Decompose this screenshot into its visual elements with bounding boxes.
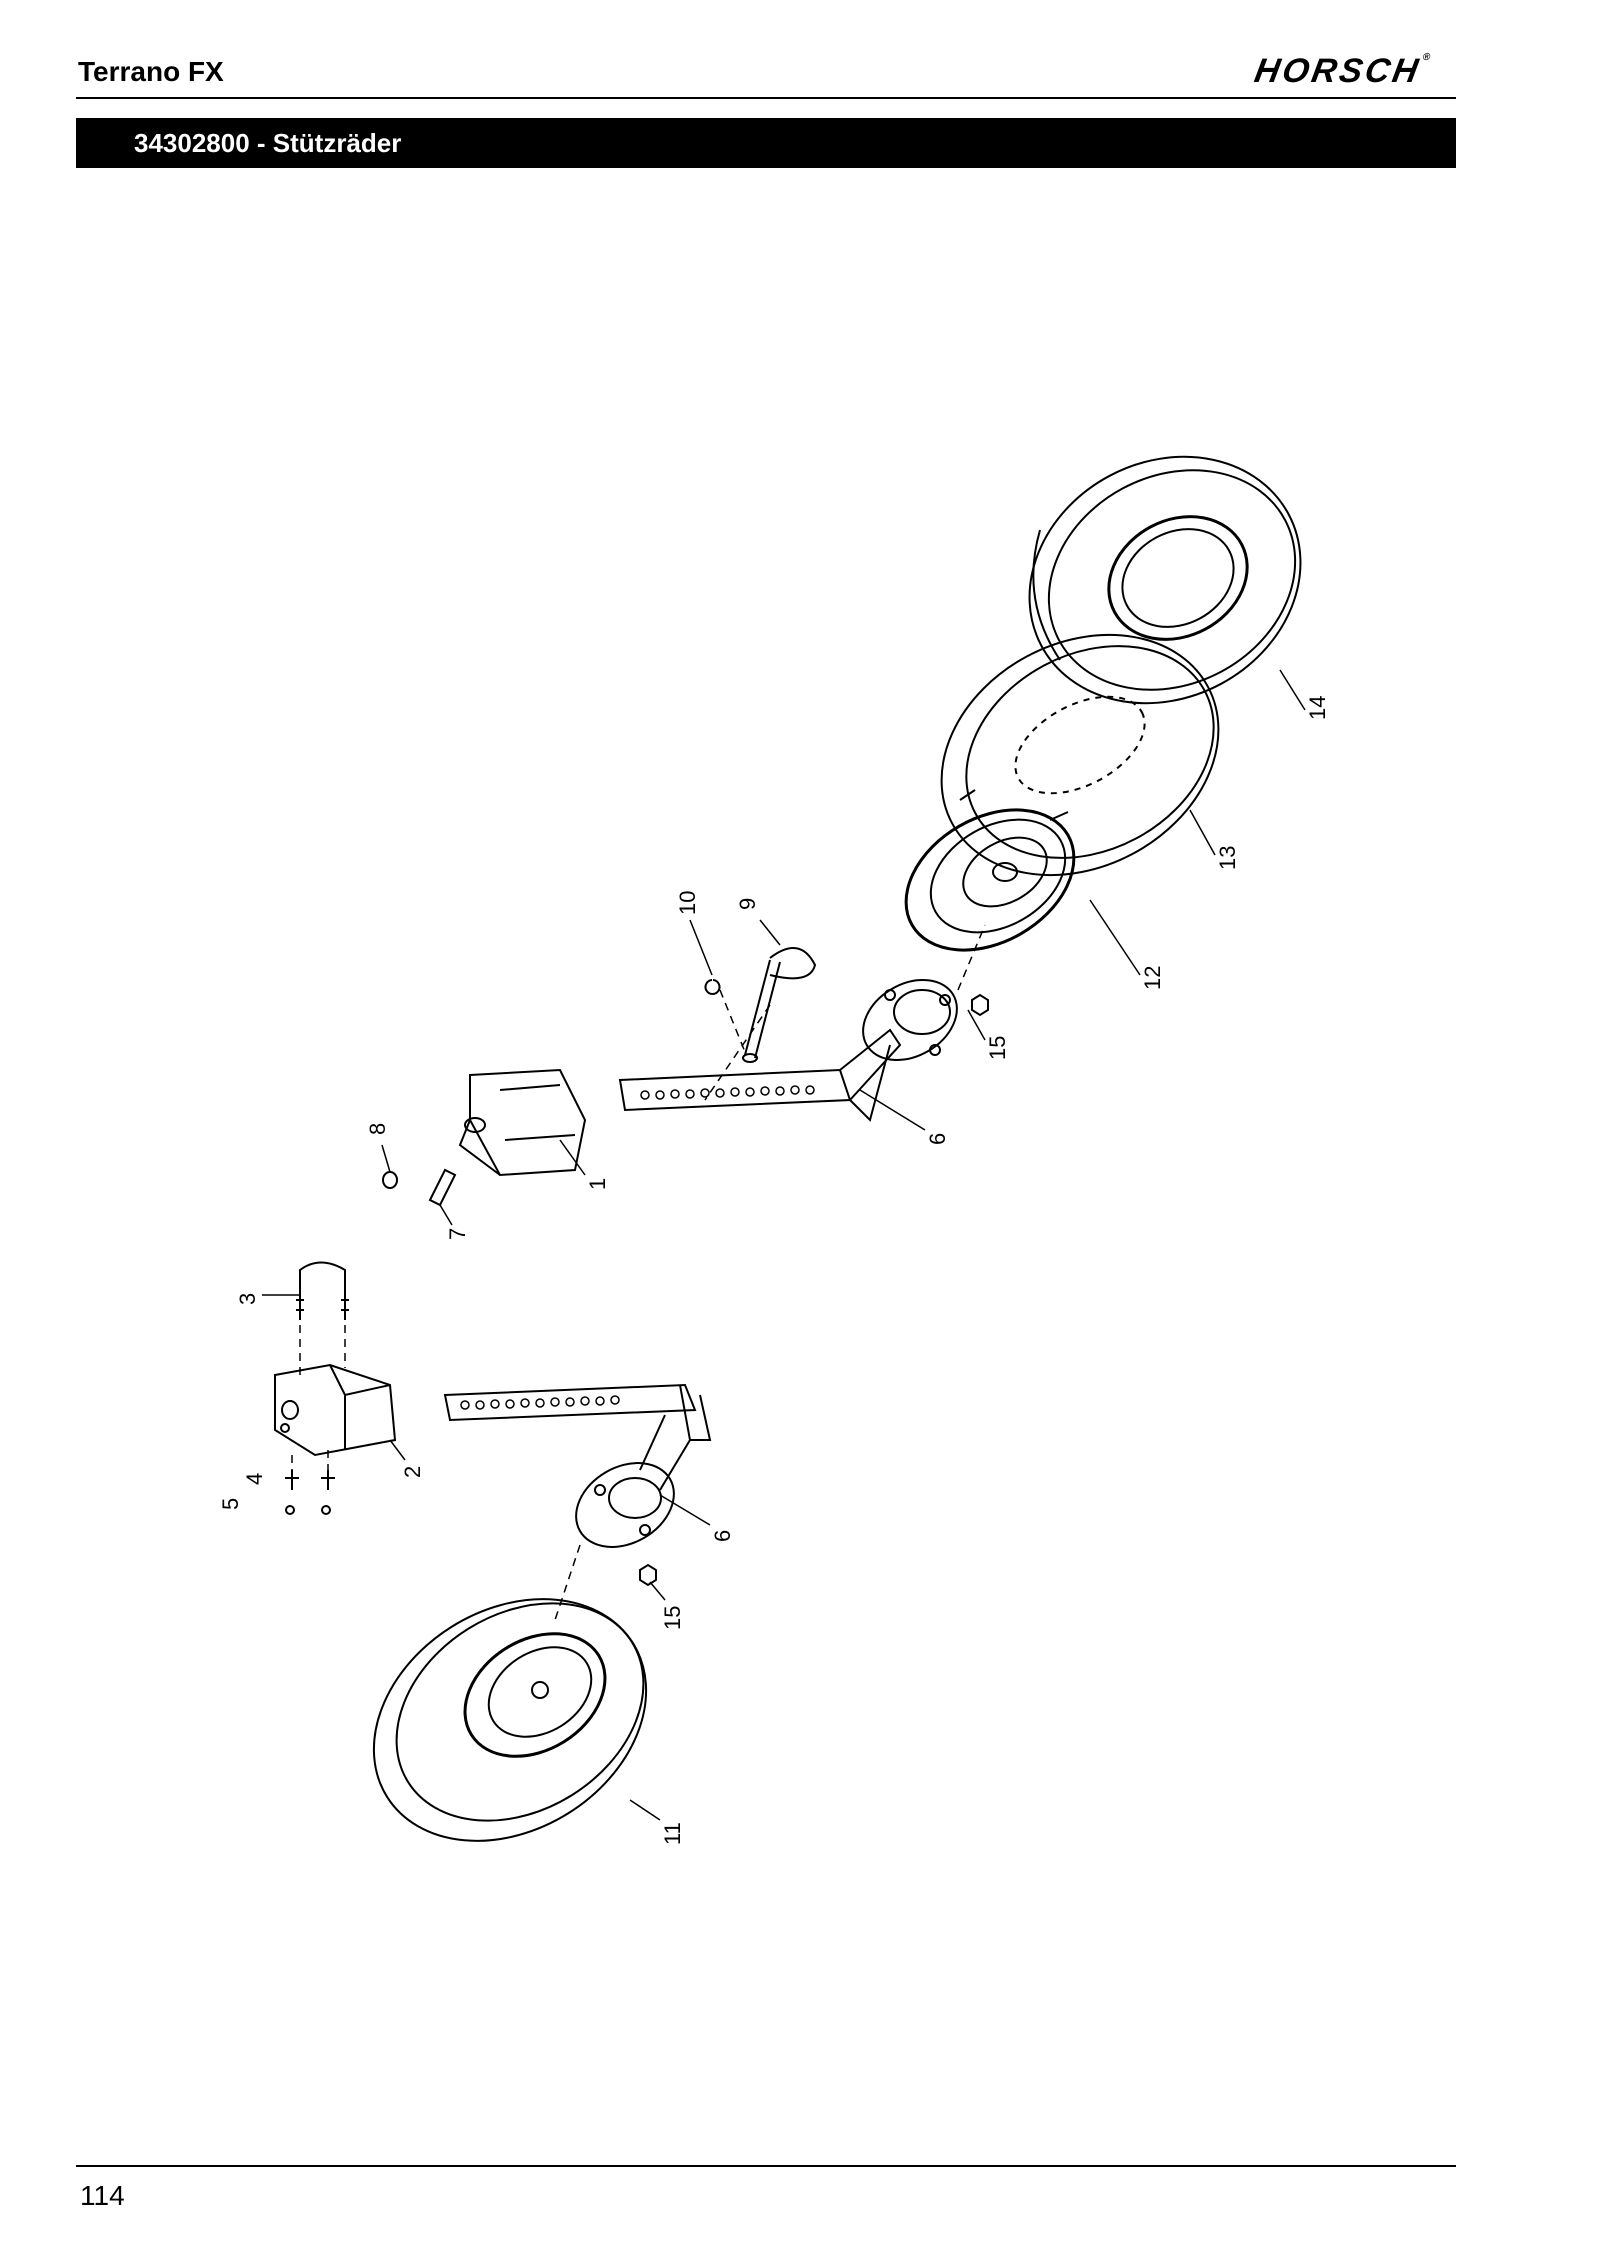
pin-9-drawing	[704, 947, 817, 1063]
callout-15-lower: 15	[660, 1606, 685, 1630]
callout-15-upper: 15	[985, 1036, 1010, 1060]
swing-arm-upper-drawing	[618, 1028, 902, 1122]
callout-10: 10	[675, 891, 700, 915]
hub-upper-drawing	[862, 979, 989, 1061]
bolts-4-5-drawing	[285, 1470, 335, 1515]
callout-8: 8	[365, 1123, 390, 1135]
document-title: Terrano FX	[78, 56, 224, 87]
header-divider	[76, 97, 1456, 99]
callout-12: 12	[1140, 966, 1165, 990]
callout-11: 11	[660, 1822, 685, 1845]
hub-lower-drawing	[575, 1462, 675, 1587]
swing-arm-lower-drawing	[443, 1383, 712, 1491]
callout-6-upper: 6	[925, 1133, 950, 1145]
section-title: 34302800 - Stützräder	[134, 128, 402, 158]
callout-2: 2	[400, 1466, 425, 1478]
bracket-1-drawing	[458, 1068, 587, 1177]
page-number: 114	[80, 2180, 125, 2211]
callout-3: 3	[235, 1293, 260, 1305]
rim-12-drawing	[904, 789, 1076, 952]
footer-divider	[76, 2165, 1456, 2167]
tyre-11-drawing	[372, 1598, 648, 1842]
callout-14: 14	[1305, 696, 1330, 720]
callout-5: 5	[218, 1498, 243, 1510]
u-bolt-3-drawing	[296, 1261, 349, 1320]
section-header: 34302800 - Stützräder	[76, 118, 1456, 168]
bracket-2-drawing	[274, 1363, 397, 1457]
assembly-guide-lines	[291, 924, 986, 1621]
pin-7-drawing	[382, 1168, 457, 1207]
callout-numbers: 14 13 12 15 6 9 10 1 7 8 3 2 4 5 6 15 11	[218, 696, 1330, 1845]
callout-7: 7	[445, 1228, 470, 1240]
callout-6-lower: 6	[710, 1530, 735, 1542]
callout-13: 13	[1215, 846, 1240, 870]
tyre-14-drawing	[1028, 455, 1302, 705]
callout-9: 9	[735, 898, 760, 910]
tyre-13-drawing	[940, 633, 1220, 877]
callout-1: 1	[585, 1178, 610, 1190]
leader-lines	[262, 669, 1306, 1821]
callout-4: 4	[242, 1473, 267, 1485]
